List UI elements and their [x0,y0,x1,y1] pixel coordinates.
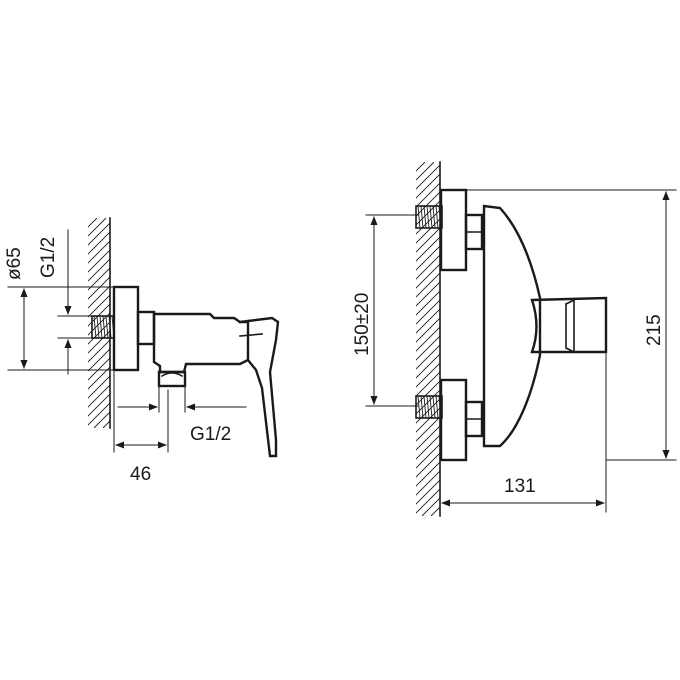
hatch-line [88,348,110,372]
hatch-line [148,218,358,428]
hatch-line [602,162,680,516]
hatch-line [88,312,110,336]
front-upper-thread [415,205,443,229]
thread-line [435,395,439,419]
thread-line [432,395,436,419]
hatch-line [102,420,110,428]
dim-thread-inlet-label: G1/2 [38,237,59,278]
dim-width-label: 131 [504,476,536,497]
hatch-line [416,362,440,388]
front-lower-thread [415,395,443,419]
hatch-line [88,321,110,345]
hatch-line [416,488,440,514]
hatch-line [88,303,110,327]
hatch-line [283,218,493,428]
hatch-line [416,227,440,253]
thread-line [423,395,427,419]
hatch-line [88,249,110,273]
thread-line [426,205,430,229]
thread-line [420,395,424,419]
thread-line [102,315,106,339]
hatch-line [310,218,520,428]
dim-depth-label: 46 [130,464,151,485]
hatch-line [416,479,440,505]
hatch-line [416,326,440,352]
hatch-line [416,344,440,370]
hatch-line [416,209,440,235]
hatch-line [416,470,440,496]
side-wall-hatch [88,218,520,428]
hatch-line [112,218,322,428]
hatch-line [674,162,680,516]
hatch-line [416,218,440,244]
side-escutcheon [112,285,140,372]
hatch-line [665,162,680,516]
dim-height-label: 215 [644,314,665,346]
side-view: ø65 G1/2 G1/2 46 [4,217,520,485]
thread-line [99,315,103,339]
hatch-line [121,218,331,428]
hatch-line [421,497,440,516]
hatch-line [416,452,440,478]
hatch-line [202,218,412,428]
thread-line [417,395,421,419]
hatch-line [416,335,440,361]
hatch-line [130,218,340,428]
hatch-line [88,276,110,300]
hatch-line [416,434,440,460]
hatch-line [229,218,439,428]
hatch-line [88,231,110,255]
hatch-line [416,200,440,226]
hatch-line [416,317,440,343]
side-nut [136,310,156,346]
thread-line [105,315,109,339]
thread-line [435,205,439,229]
front-mixer-body [482,204,542,448]
hatch-line [88,384,110,408]
front-upper-escutcheon [439,188,468,272]
thread-line [423,205,427,229]
dim-thread-outlet-label: G1/2 [190,424,231,445]
hatch-line [220,218,430,428]
thread-line [96,315,100,339]
thread-line [429,205,433,229]
side-outlet-connector [157,370,187,388]
thread-line [108,315,112,339]
front-handle [530,296,608,354]
hatch-line [88,240,110,264]
front-view: 150±20 215 131 [352,161,680,517]
hatch-line [88,393,110,417]
side-mixer-body [152,312,250,374]
thread-line [93,315,97,339]
front-wall-hatch [416,162,680,516]
thread-line [426,395,430,419]
hatch-line [274,218,484,428]
hatch-line [416,443,440,469]
hatch-line [88,375,110,399]
side-handle-lever [238,316,280,458]
thread-line [429,395,433,419]
front-lower-escutcheon [439,378,468,462]
hatch-line [416,236,440,262]
dim-diameter-label: ø65 [4,247,25,280]
hatch-line [416,353,440,379]
thread-line [420,205,424,229]
dim-spacing-label: 150±20 [352,293,373,356]
thread-line [417,205,421,229]
thread-line [432,205,436,229]
hatch-line [88,357,110,381]
